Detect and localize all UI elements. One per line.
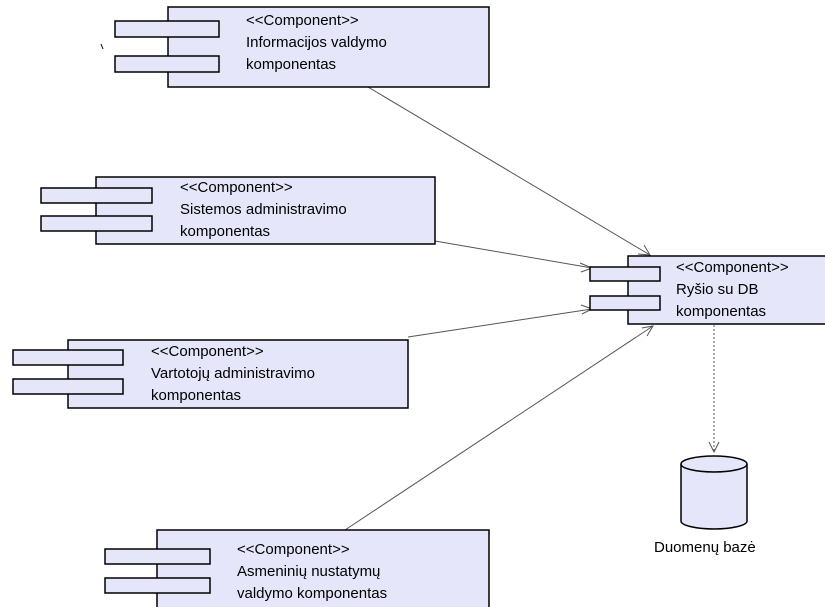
stray-mark	[100, 43, 104, 50]
component-info-name-line2: komponentas	[246, 56, 337, 73]
component-personal	[104, 529, 490, 607]
component-info-body	[167, 6, 490, 88]
component-sys-text: <<Component>> Sistemos administravimo ko…	[180, 177, 347, 243]
component-personal-port-bottom	[104, 577, 211, 594]
component-db	[589, 255, 825, 325]
component-info-name-line1: Informacijos valdymo	[246, 34, 387, 51]
component-sys-port-top	[40, 187, 153, 204]
component-db-name-line1: Ryšio su DB	[676, 281, 759, 298]
database-label: Duomenų bazė	[654, 539, 756, 556]
component-info-port-top	[114, 20, 220, 38]
connectors	[344, 86, 720, 531]
arrowhead-info-to-db	[637, 244, 651, 256]
connector-personal-to-db	[344, 325, 654, 531]
connector-users-to-db	[407, 308, 593, 338]
component-info-port-bottom	[114, 55, 220, 73]
connector-sys-to-db	[434, 240, 593, 269]
arrowhead-personal-to-db	[641, 325, 654, 337]
component-sys-name-line1: Sistemos administravimo	[180, 201, 347, 218]
component-personal-port-top	[104, 548, 211, 565]
component-db-stereotype: <<Component>>	[676, 259, 789, 276]
component-sys-port-bottom	[40, 215, 153, 232]
component-db-port-top	[589, 266, 661, 282]
component-db-port-bottom	[589, 295, 661, 311]
component-sys-stereotype: <<Component>>	[180, 179, 293, 196]
component-info-text: <<Component>> Informacijos valdymo kompo…	[246, 10, 387, 76]
component-info	[114, 6, 490, 88]
component-users-port-bottom	[12, 378, 124, 395]
database-icon	[680, 455, 748, 530]
component-personal-text: <<Component>> Asmeninių nustatymų valdym…	[237, 539, 387, 605]
component-users-body	[67, 339, 409, 409]
component-db-text: <<Component>> Ryšio su DB komponentas	[676, 257, 789, 323]
component-users-name-line1: Vartotojų administravimo	[151, 365, 315, 382]
component-personal-stereotype: <<Component>>	[237, 541, 350, 558]
component-sys	[40, 176, 436, 245]
component-personal-name-line2: valdymo komponentas	[237, 585, 388, 602]
component-sys-name-line2: komponentas	[180, 223, 271, 240]
arrowhead-db-to-database	[708, 441, 720, 454]
component-users	[12, 339, 409, 409]
component-personal-body	[156, 529, 490, 607]
component-users-port-top	[12, 349, 124, 366]
component-users-name-line2: komponentas	[151, 387, 242, 404]
component-db-name-line2: komponentas	[676, 303, 767, 320]
component-users-stereotype: <<Component>>	[151, 343, 264, 360]
component-db-body	[627, 255, 825, 325]
component-users-text: <<Component>> Vartotojų administravimo k…	[151, 341, 315, 407]
component-info-stereotype: <<Component>>	[246, 12, 359, 29]
connector-info-to-db	[367, 86, 651, 256]
component-personal-name-line1: Asmeninių nustatymų	[237, 563, 381, 580]
